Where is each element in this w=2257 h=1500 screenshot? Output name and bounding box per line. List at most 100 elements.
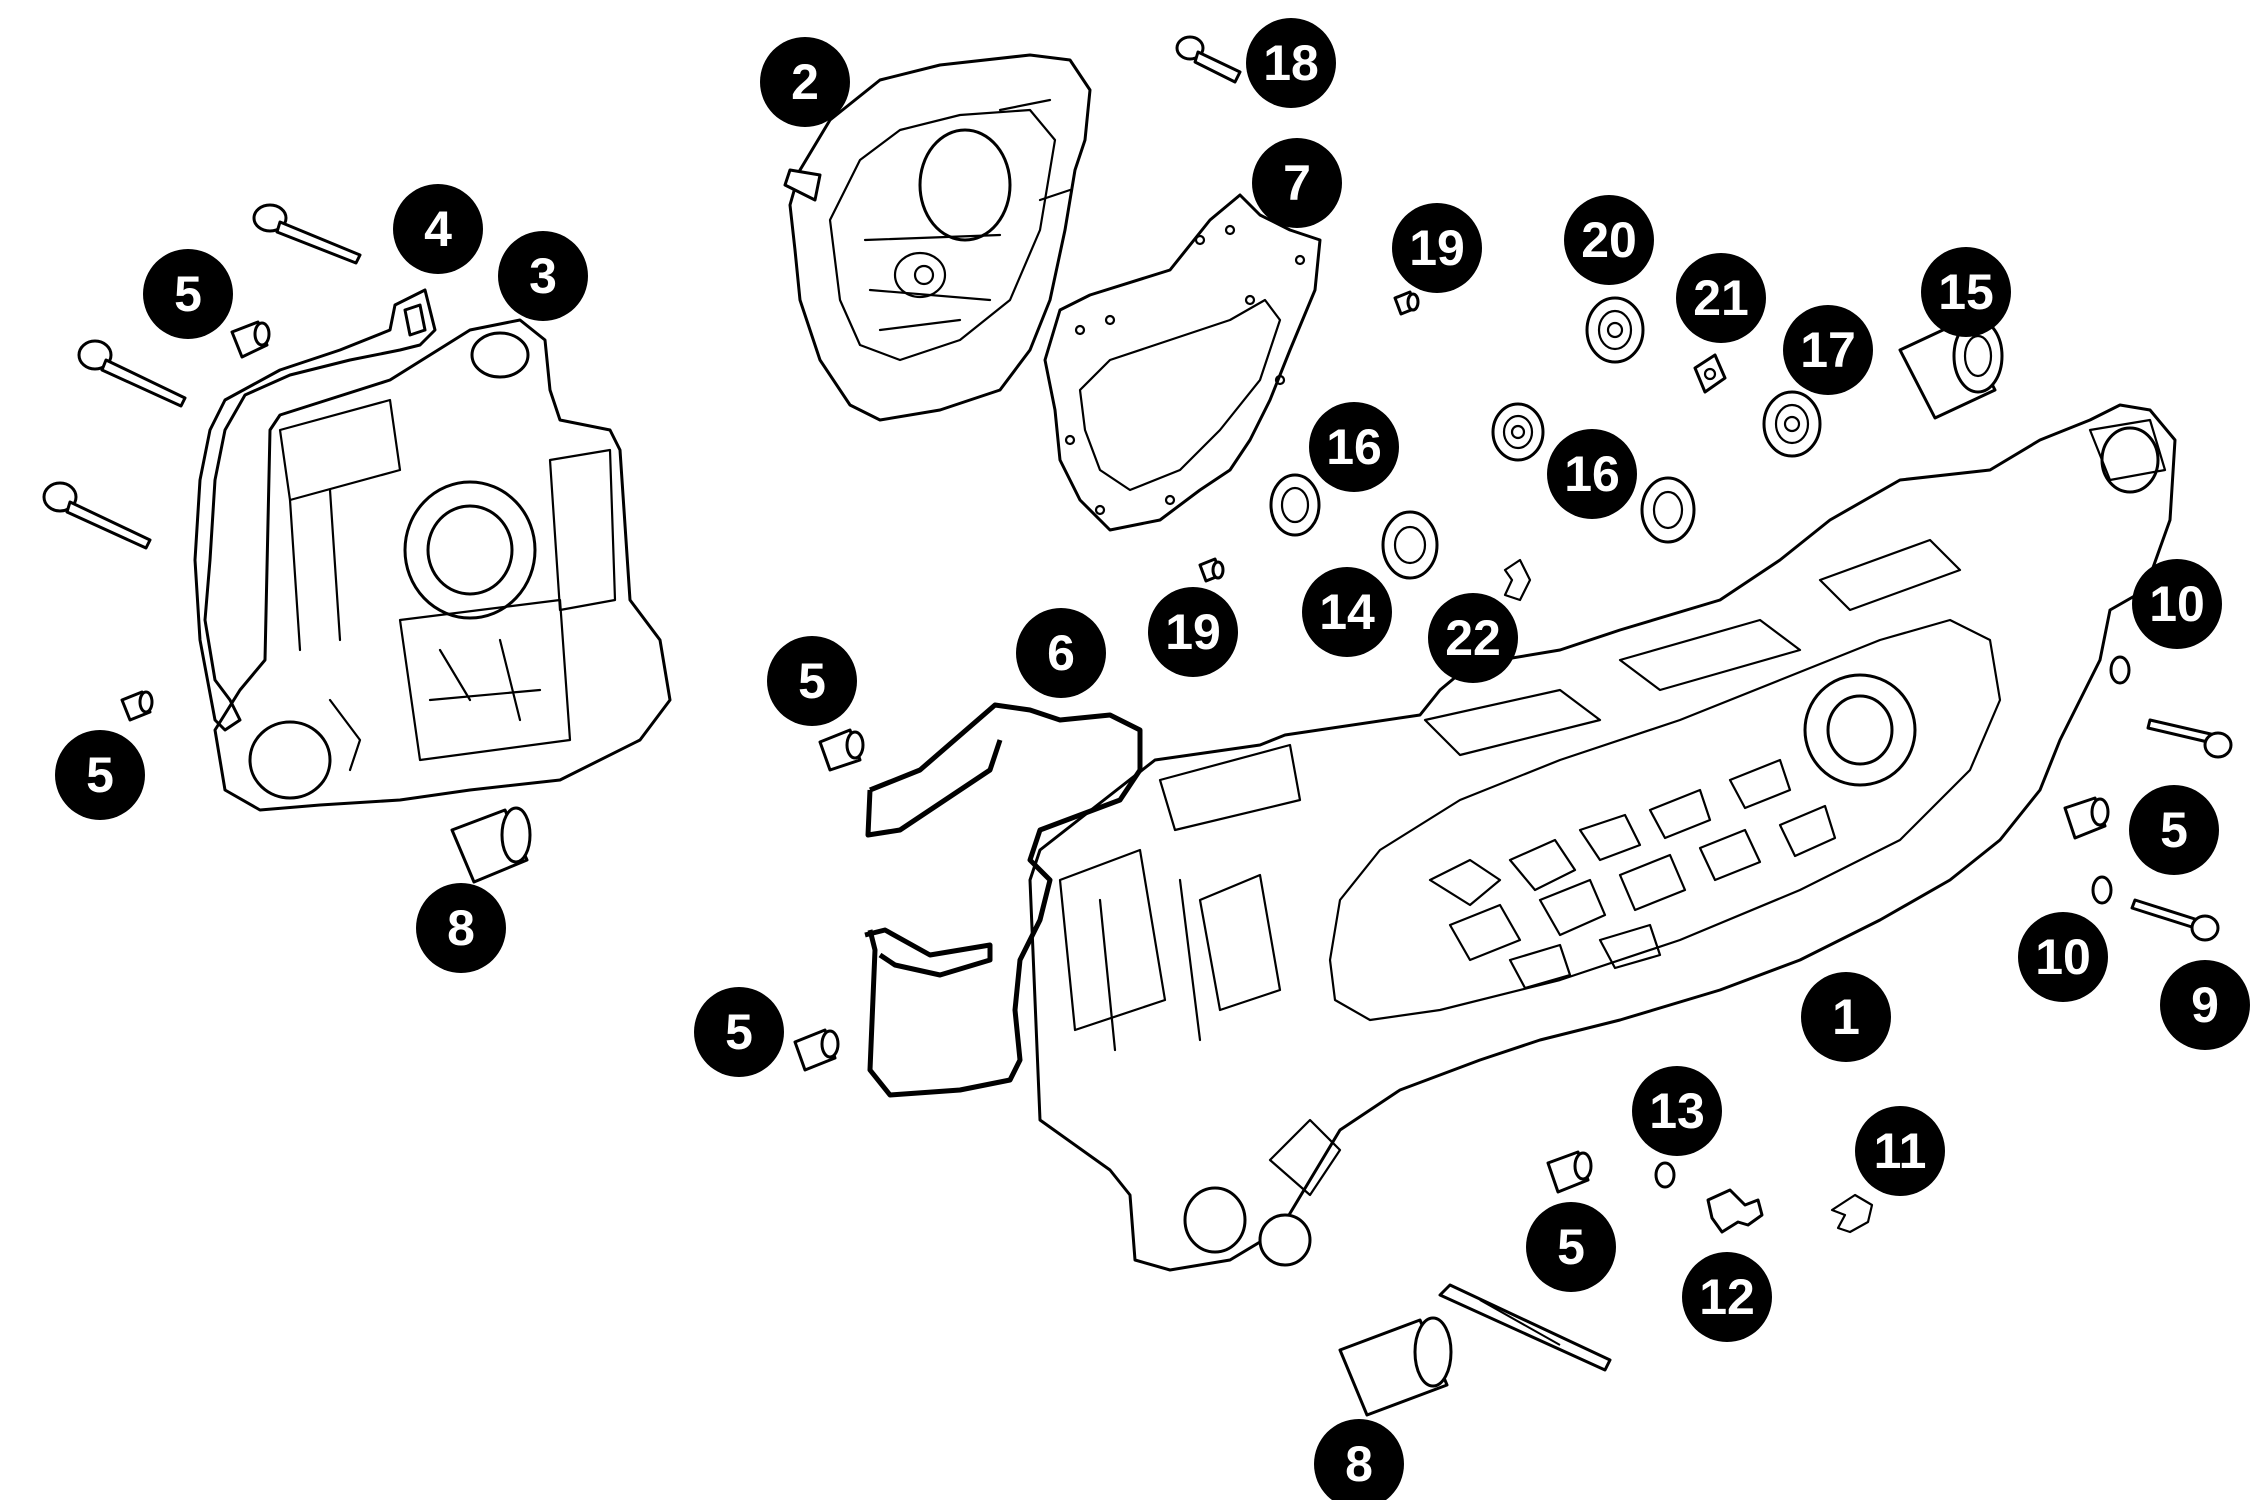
callout-22: 22 <box>1428 593 1518 683</box>
callout-16b: 16 <box>1547 429 1637 519</box>
callout-5c-label: 5 <box>798 653 826 709</box>
callout-6: 6 <box>1016 608 1106 698</box>
callout-13-label: 13 <box>1649 1083 1705 1139</box>
callout-19b-label: 19 <box>1165 604 1221 660</box>
callout-4-label: 4 <box>424 201 452 257</box>
bolt-18 <box>1175 35 1242 84</box>
callout-5a: 5 <box>143 249 233 339</box>
bushing-8-lower <box>1338 1316 1453 1417</box>
dowel-pin <box>2063 796 2110 840</box>
callout-3-label: 3 <box>529 248 557 304</box>
callout-5c: 5 <box>767 636 857 726</box>
callout-5e: 5 <box>1526 1202 1616 1292</box>
callout-19a: 19 <box>1392 203 1482 293</box>
callout-3: 3 <box>498 231 588 321</box>
callout-5e-label: 5 <box>1557 1219 1585 1275</box>
left-crankcase-half <box>213 318 672 812</box>
callout-5a-label: 5 <box>174 266 202 322</box>
callout-21: 21 <box>1676 253 1766 343</box>
o-ring-13 <box>1654 1161 1676 1189</box>
washer-21 <box>1693 353 1727 394</box>
bolt-right-upper <box>2146 718 2233 759</box>
seal-14 <box>1381 510 1439 580</box>
dowel-pin <box>1546 1150 1593 1194</box>
callout-9-label: 9 <box>2191 977 2219 1033</box>
callout-22-label: 22 <box>1445 610 1501 666</box>
bolt-9 <box>2130 898 2220 942</box>
callout-13: 13 <box>1632 1066 1722 1156</box>
bearing-16-center <box>1491 402 1545 462</box>
callout-7: 7 <box>1252 138 1342 228</box>
callout-11: 11 <box>1855 1106 1945 1196</box>
callout-8b: 8 <box>1314 1419 1404 1500</box>
callout-16a-label: 16 <box>1326 419 1382 475</box>
callout-5b-label: 5 <box>86 747 114 803</box>
bolt-4-upper <box>252 203 362 265</box>
seal-16-right <box>1640 476 1696 544</box>
bearing-20 <box>1585 296 1645 364</box>
callout-20: 20 <box>1564 195 1654 285</box>
callout-16b-label: 16 <box>1564 446 1620 502</box>
small-dowel-19-lower <box>1198 557 1225 583</box>
bushing-8-left <box>450 806 532 884</box>
dowel-pin <box>793 1028 840 1072</box>
bolt-left-lower <box>42 481 152 550</box>
bearing-17 <box>1762 390 1822 458</box>
callout-19b: 19 <box>1148 587 1238 677</box>
callout-5f: 5 <box>2129 785 2219 875</box>
callout-6-label: 6 <box>1047 625 1075 681</box>
callout-10b: 10 <box>2018 912 2108 1002</box>
shaft-lower <box>1438 1283 1612 1372</box>
side-cover <box>783 53 1092 422</box>
callout-4: 4 <box>393 184 483 274</box>
callout-8a-label: 8 <box>447 900 475 956</box>
callout-10a-label: 10 <box>2149 576 2205 632</box>
callout-8a: 8 <box>416 883 506 973</box>
clip-11 <box>1830 1193 1874 1234</box>
callout-17-label: 17 <box>1800 322 1856 378</box>
callout-18-label: 18 <box>1263 35 1319 91</box>
callout-12: 12 <box>1682 1252 1772 1342</box>
callout-1: 1 <box>1801 972 1891 1062</box>
callout-10b-label: 10 <box>2035 929 2091 985</box>
washer-10-upper <box>2109 655 2131 685</box>
dowel-pin <box>818 728 865 772</box>
gasket-7 <box>1043 193 1322 532</box>
callout-7-label: 7 <box>1283 155 1311 211</box>
callout-21-label: 21 <box>1693 270 1749 326</box>
gasket-4 <box>193 288 437 732</box>
callout-1-label: 1 <box>1832 989 1860 1045</box>
callout-14-label: 14 <box>1319 584 1375 640</box>
callout-5d: 5 <box>694 987 784 1077</box>
callout-5f-label: 5 <box>2160 802 2188 858</box>
callout-11-label: 11 <box>1874 1123 1927 1179</box>
main-crankcase-half <box>1028 403 2177 1272</box>
callout-2: 2 <box>760 37 850 127</box>
small-dowel-19-upper <box>1393 290 1420 316</box>
callout-20-label: 20 <box>1581 212 1637 268</box>
callout-14: 14 <box>1302 567 1392 657</box>
callout-17: 17 <box>1783 305 1873 395</box>
callout-2-label: 2 <box>791 54 819 110</box>
callout-8b-label: 8 <box>1345 1436 1373 1492</box>
callout-5d-label: 5 <box>725 1004 753 1060</box>
callout-19a-label: 19 <box>1409 220 1465 276</box>
bushing-15 <box>1898 318 2004 420</box>
callout-15: 15 <box>1921 247 2011 337</box>
callout-5b: 5 <box>55 730 145 820</box>
bolt-left-middle <box>77 339 187 408</box>
callout-10a: 10 <box>2132 559 2222 649</box>
callout-18: 18 <box>1246 18 1336 108</box>
seal-16-left <box>1269 473 1321 537</box>
callout-15-label: 15 <box>1938 264 1994 320</box>
dowel-pin <box>230 320 271 359</box>
gasket-6 <box>864 702 1143 1098</box>
washer-10-lower <box>2091 875 2113 905</box>
callout-9: 9 <box>2160 960 2250 1050</box>
fitting-12 <box>1706 1188 1764 1234</box>
dowel-pin <box>120 690 154 722</box>
clip-22 <box>1503 558 1532 602</box>
callout-16a: 16 <box>1309 402 1399 492</box>
callout-12-label: 12 <box>1699 1269 1755 1325</box>
